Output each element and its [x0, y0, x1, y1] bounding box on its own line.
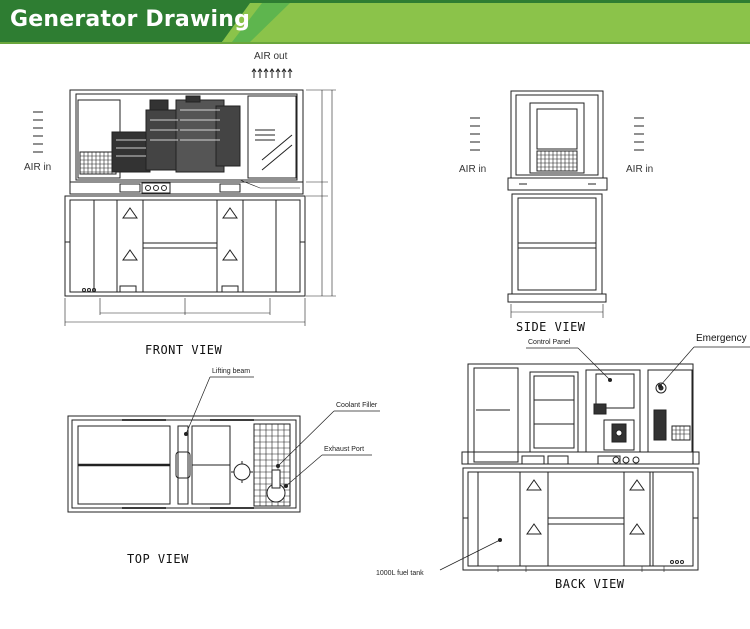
- top-view-drawing: [67, 415, 301, 513]
- front-view-drawing: [33, 68, 336, 326]
- callout-dots: [184, 378, 662, 542]
- generator-drawing: [33, 68, 750, 572]
- header: Generator Drawing: [0, 0, 750, 46]
- fuel-tank-label: 1000L fuel tank: [376, 570, 424, 577]
- back-view-drawing: [461, 363, 700, 572]
- coolant-filler-label: Coolant Filler: [336, 402, 378, 409]
- top-view-title: TOP VIEW: [127, 552, 189, 566]
- air-in-label-side-right: AIR in: [626, 164, 654, 175]
- back-view-title: BACK VIEW: [555, 577, 625, 591]
- air-out-label: AIR out: [254, 51, 288, 62]
- control-panel-label: Control Panel: [528, 339, 571, 346]
- air-in-arrows-side-right: [634, 117, 644, 151]
- side-view-drawing: [470, 90, 644, 318]
- air-out-arrows: [251, 68, 293, 78]
- lifting-beam-label: Lifting beam: [212, 368, 251, 375]
- air-in-label-front: AIR in: [24, 162, 52, 173]
- side-view-title: SIDE VIEW: [516, 320, 586, 334]
- exhaust-port-label: Exhaust Port: [324, 446, 365, 453]
- callout-leaders: [185, 346, 750, 571]
- header-banner: [0, 0, 750, 44]
- emergency-label: Emergency: [696, 333, 747, 344]
- air-in-arrows-front: [33, 111, 43, 153]
- air-in-arrows-side-left: [470, 117, 480, 151]
- page-title: Generator Drawing: [10, 7, 251, 32]
- front-view-title: FRONT VIEW: [145, 343, 223, 357]
- air-in-label-side-left: AIR in: [459, 164, 487, 175]
